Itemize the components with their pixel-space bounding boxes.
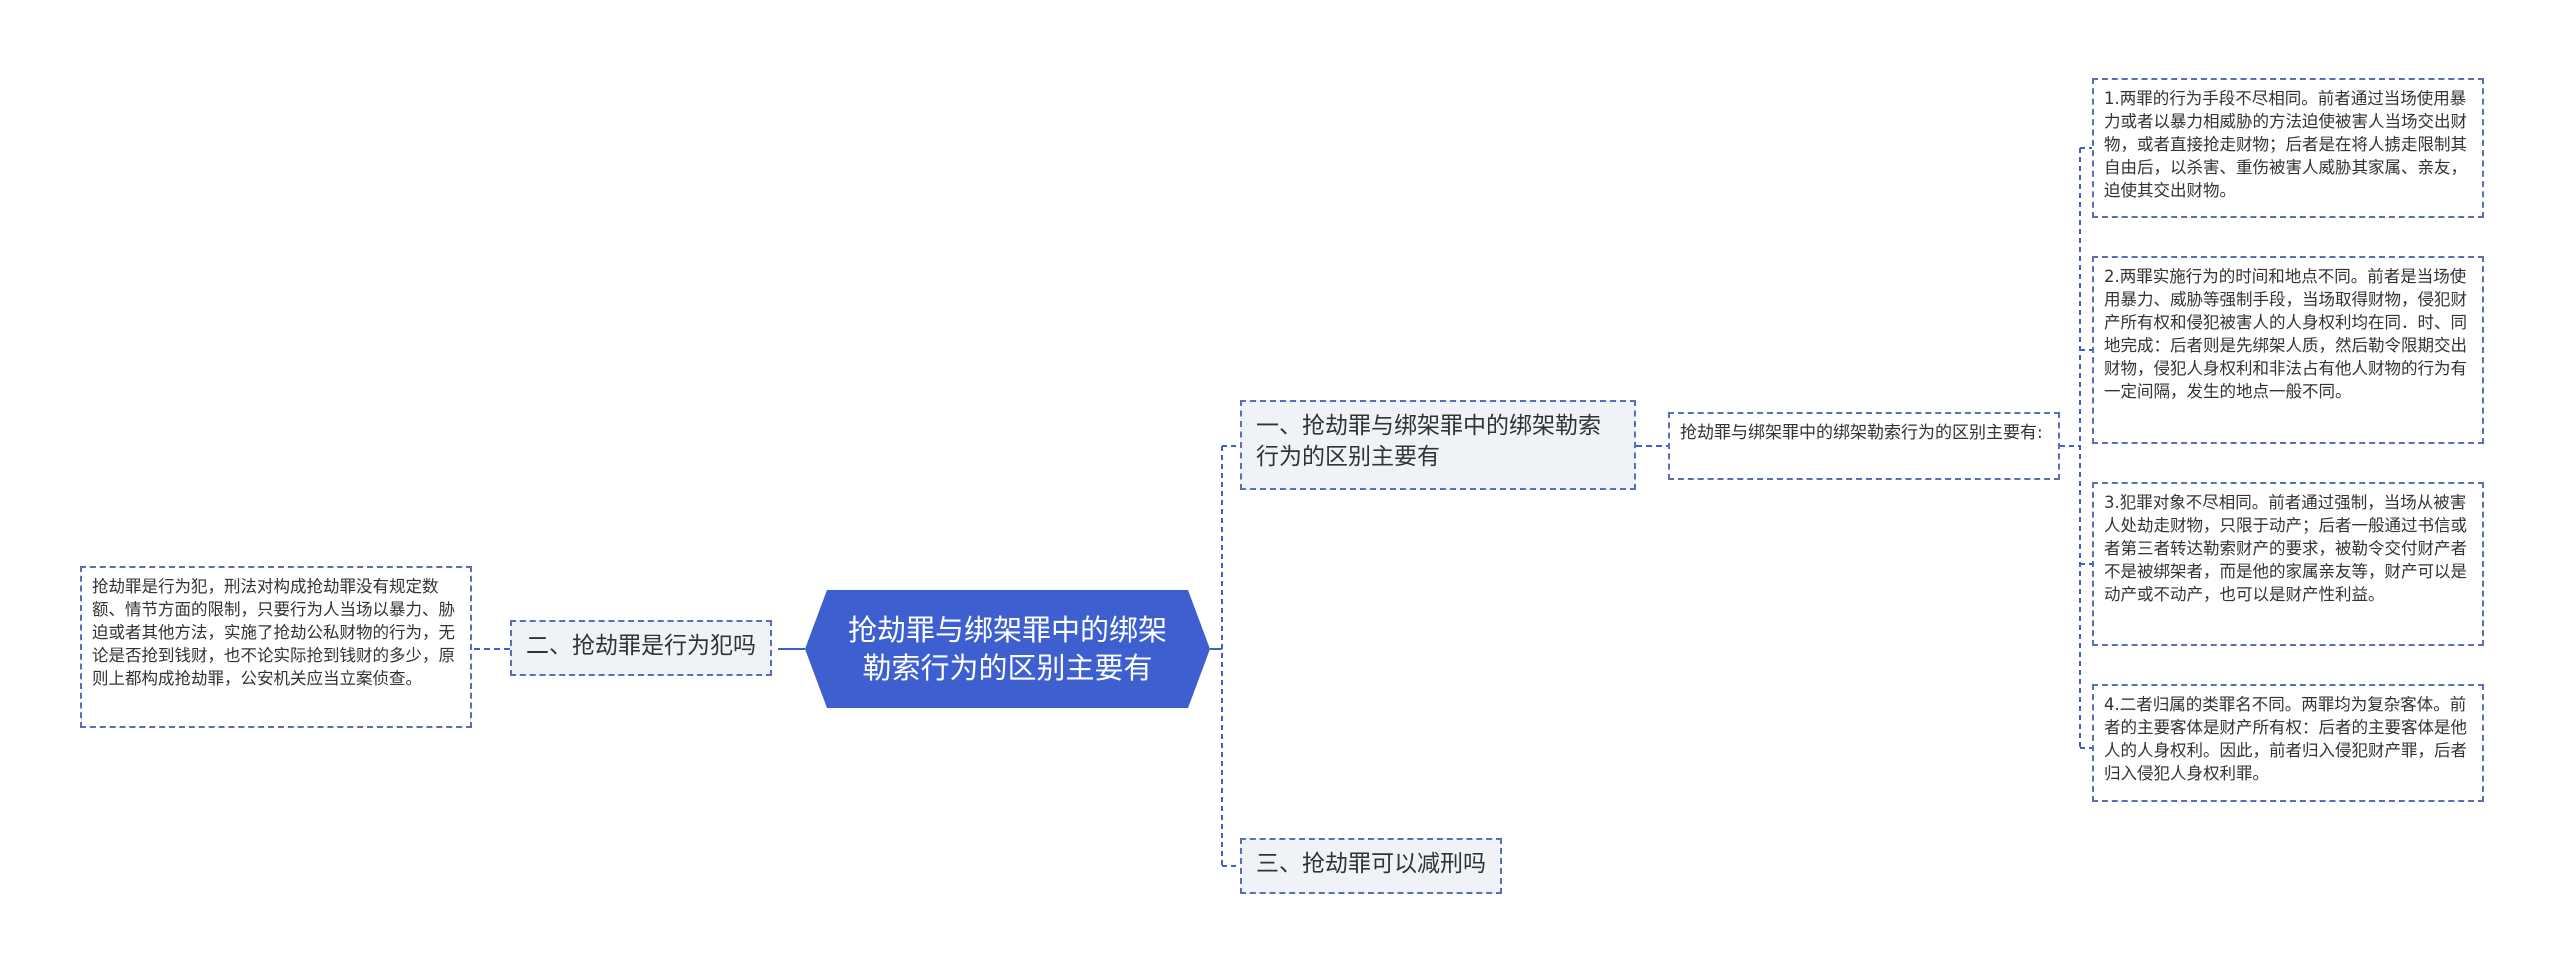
branch-two-detail[interactable]: 抢劫罪是行为犯，刑法对构成抢劫罪没有规定数额、情节方面的限制，只要行为人当场以暴… (80, 566, 472, 728)
branch-three-label: 三、抢劫罪可以减刑吗 (1256, 851, 1486, 877)
point-2[interactable]: 2.两罪实施行为的时间和地点不同。前者是当场使用暴力、威胁等强制手段，当场取得财… (2092, 256, 2484, 444)
point-1[interactable]: 1.两罪的行为手段不尽相同。前者通过当场使用暴力或者以暴力相威胁的方法迫使被害人… (2092, 78, 2484, 218)
branch-one-detail-text: 抢劫罪与绑架罪中的绑架勒索行为的区别主要有: (1680, 423, 2043, 443)
point-3[interactable]: 3.犯罪对象不尽相同。前者通过强制，当场从被害人处劫走财物，只限于动产；后者一般… (2092, 482, 2484, 646)
branch-three[interactable]: 三、抢劫罪可以减刑吗 (1240, 838, 1502, 894)
root-node[interactable]: 抢劫罪与绑架罪中的绑架勒索行为的区别主要有 (805, 590, 1210, 708)
root-node-label: 抢劫罪与绑架罪中的绑架勒索行为的区别主要有 (847, 613, 1167, 685)
point-4[interactable]: 4.二者归属的类罪名不同。两罪均为复杂客体。前者的主要客体是财产所有权：后者的主… (2092, 684, 2484, 802)
branch-one-label: 一、抢劫罪与绑架罪中的绑架勒索行为的区别主要有 (1256, 413, 1601, 470)
branch-two[interactable]: 二、抢劫罪是行为犯吗 (510, 620, 772, 676)
branch-one-detail[interactable]: 抢劫罪与绑架罪中的绑架勒索行为的区别主要有: (1668, 412, 2060, 480)
branch-two-detail-text: 抢劫罪是行为犯，刑法对构成抢劫罪没有规定数额、情节方面的限制，只要行为人当场以暴… (92, 577, 455, 688)
point-3-text: 3.犯罪对象不尽相同。前者通过强制，当场从被害人处劫走财物，只限于动产；后者一般… (2104, 493, 2467, 604)
point-4-text: 4.二者归属的类罪名不同。两罪均为复杂客体。前者的主要客体是财产所有权：后者的主… (2104, 695, 2467, 783)
branch-one[interactable]: 一、抢劫罪与绑架罪中的绑架勒索行为的区别主要有 (1240, 400, 1636, 490)
point-2-text: 2.两罪实施行为的时间和地点不同。前者是当场使用暴力、威胁等强制手段，当场取得财… (2104, 267, 2467, 401)
root-node-shape (805, 590, 1210, 708)
point-1-text: 1.两罪的行为手段不尽相同。前者通过当场使用暴力或者以暴力相威胁的方法迫使被害人… (2104, 89, 2467, 200)
branch-two-label: 二、抢劫罪是行为犯吗 (526, 633, 756, 659)
